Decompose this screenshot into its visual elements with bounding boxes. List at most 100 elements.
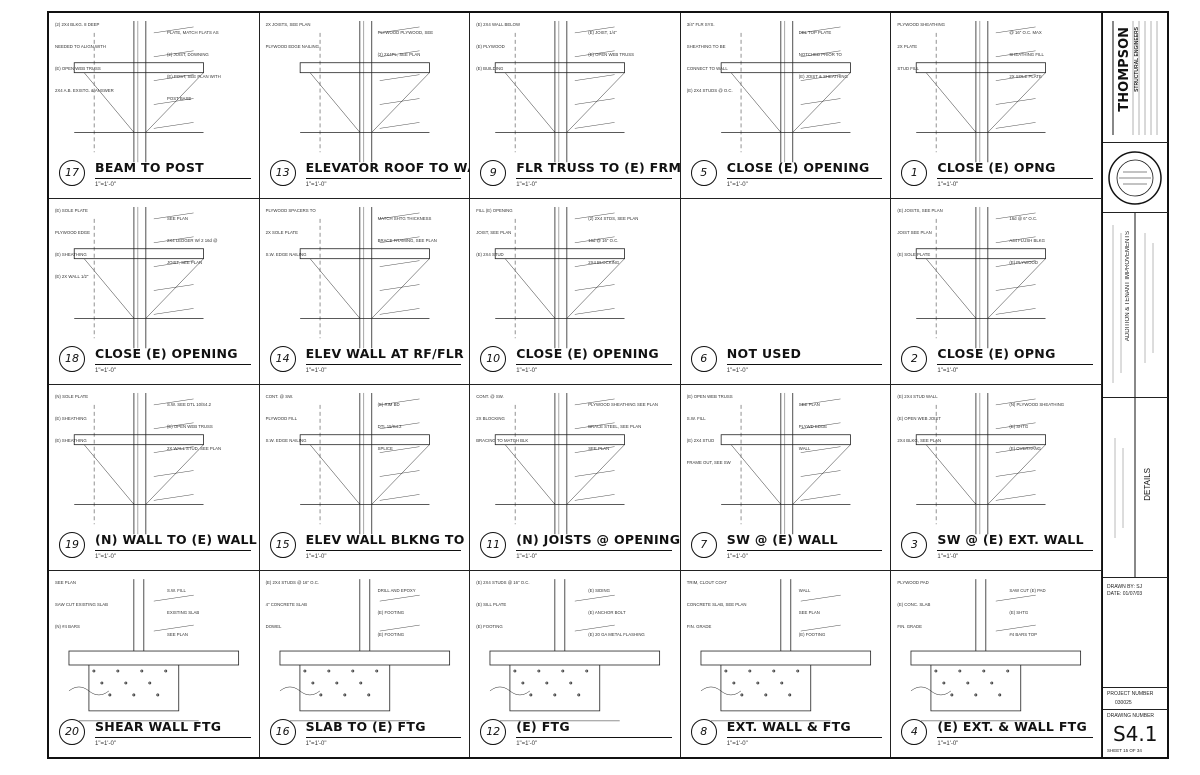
detail-note: SAW CUT (E) PAD — [1009, 588, 1046, 593]
firm-logo-section: THOMPSON STRUCTURAL ENGINEERS — [1103, 13, 1168, 143]
detail-number: 14 — [269, 346, 296, 372]
detail-note: PLATE, MATCH FLATS AS — [167, 30, 219, 35]
detail-note: 2X BLOCKING — [476, 416, 505, 421]
detail-note: (E) SHEATHING — [55, 438, 87, 443]
detail-note: SAW CUT EXISTING SLAB — [55, 602, 109, 607]
detail-note: PLYWOOD SPACERS TO — [265, 208, 316, 213]
detail-note: (E) OPEN WEB TRUSS — [167, 424, 213, 429]
detail-linework — [299, 206, 430, 349]
detail-note: POST BASE — [167, 96, 192, 101]
detail-note: SHEATHING FILL — [1009, 52, 1044, 57]
detail-drawing — [910, 579, 1082, 722]
detail-drawing — [916, 392, 1047, 535]
detail-drawing — [720, 20, 851, 163]
detail-note: CONT. @ SW. — [476, 394, 504, 399]
date: DATE: 01/07/03 — [1107, 591, 1143, 597]
detail-9: (E) 2X4 WALL BELOW(E) JOIST, 1/4"(E) PLY… — [470, 13, 681, 199]
detail-note: WALL — [798, 588, 811, 593]
detail-note: FRAME OUT, SEE SW — [686, 460, 731, 465]
detail-note: (E) OVERHANG — [1009, 446, 1041, 451]
detail-note: (E) 2X WALL 1/2" — [55, 274, 89, 279]
detail-linework — [720, 392, 851, 535]
project-info-section: ADDITION & TENANT IMPROVEMENTS — [1103, 213, 1168, 398]
detail-3: (E) 2X4 STUD WALL(N) PLYWOOD SHEATHING(E… — [891, 385, 1102, 571]
detail-note: SEE PLAN — [167, 216, 189, 221]
sheet-title-section: DETAILS — [1103, 398, 1168, 578]
detail-note: (2) 2X4PL, SEE PLAN — [377, 52, 421, 57]
detail-linework — [489, 579, 661, 722]
detail-note: 2X SOLE PLATE — [265, 230, 298, 235]
detail-note: CONCRETE SLAB, SEE PLAN — [686, 602, 747, 607]
detail-note: FIN. GRADE — [897, 624, 922, 629]
detail-note: S.W. SEE DTL 10/S4.2 — [167, 402, 212, 407]
detail-note: PLYWOOD EDGE NAILING — [265, 44, 319, 49]
detail-drawing — [299, 392, 430, 535]
detail-note: DOWEL — [265, 624, 282, 629]
detail-linework — [279, 579, 450, 722]
detail-number: 6 — [690, 346, 717, 372]
detail-note: @ 16" O.C. MAX — [1009, 30, 1042, 35]
detail-note: CONT. @ SW. — [265, 394, 294, 399]
detail-note: PLYWOOD EDGE — [55, 230, 91, 235]
detail-note: S.W. EDGE NAILING — [265, 438, 307, 443]
detail-number: 19 — [59, 532, 85, 558]
detail-note: (E) PLYWOOD — [476, 44, 505, 49]
detail-number: 7 — [690, 532, 717, 558]
detail-linework — [720, 20, 851, 163]
detail-title: (N) JOISTS @ OPENING — [516, 532, 680, 551]
detail-title: CLOSE (E) OPNG — [937, 160, 1093, 179]
detail-drawing — [279, 579, 450, 722]
detail-number: 13 — [269, 160, 296, 186]
detail-note: (2) 2X4 STDS, SEE PLAN — [588, 216, 639, 221]
detail-note: (E) 2X4 WALL BELOW — [476, 22, 521, 27]
detail-12: (E) 2X4 STUDS @ 16" O.C.(E) SIDING(E) SI… — [470, 571, 681, 757]
detail-scale: 1"=1'-0" — [516, 182, 538, 188]
detail-drawing — [299, 20, 430, 163]
sheet-of: SHEET 15 OF 34 — [1107, 748, 1142, 753]
detail-note: SPLICE — [377, 446, 393, 451]
detail-drawing — [495, 392, 626, 535]
detail-note: PLYWOOD PAD — [897, 580, 929, 585]
detail-linework — [299, 392, 430, 535]
detail-scale: 1"=1'-0" — [95, 368, 116, 374]
detail-note: (E) SIDING — [588, 588, 610, 593]
detail-drawing — [73, 392, 204, 535]
detail-note: STUD FILL — [897, 66, 919, 71]
detail-title: NOT USED — [726, 346, 883, 365]
detail-note: (E) RIM BD — [377, 402, 400, 407]
drawn-by-section: DRAWN BY: SJ DATE: 01/07/03 — [1103, 578, 1168, 688]
detail-number: 10 — [480, 346, 507, 372]
detail-note: (E) FOOTING — [798, 632, 826, 637]
detail-title: ELEV WALL BLKNG TO RIM BD — [305, 532, 469, 551]
detail-note: (E) BUILDING — [476, 66, 504, 71]
detail-note: (E) OPEN WEB TRUSS — [686, 394, 733, 399]
detail-note: JOIST SEE PLAN — [897, 230, 932, 235]
detail-note: EXISTING SLAB — [167, 610, 200, 615]
detail-scale: 1"=1'-0" — [95, 182, 116, 188]
drawing-number-section: DRAWING NUMBER S4.1 SHEET 15 OF 34 — [1103, 710, 1168, 757]
detail-title: EXT. WALL & FTG — [726, 719, 883, 738]
detail-note: 2X4 BLKG, SEE PLAN — [897, 438, 942, 443]
detail-note: (E) OPEN WEB TRUSS — [588, 52, 634, 57]
detail-scale: 1"=1'-0" — [305, 368, 327, 374]
detail-note: BRACE FRAMING, SEE PLAN — [377, 238, 437, 243]
detail-note: NOTCHED PRIOR TO — [798, 52, 842, 57]
detail-note: SEE PLAN — [55, 580, 77, 585]
detail-note: (E) SHEATHING — [55, 252, 87, 257]
detail-note: (E) SHTG — [1009, 424, 1029, 429]
project-number-section: PROJECT NUMBER 030025 — [1103, 688, 1168, 710]
